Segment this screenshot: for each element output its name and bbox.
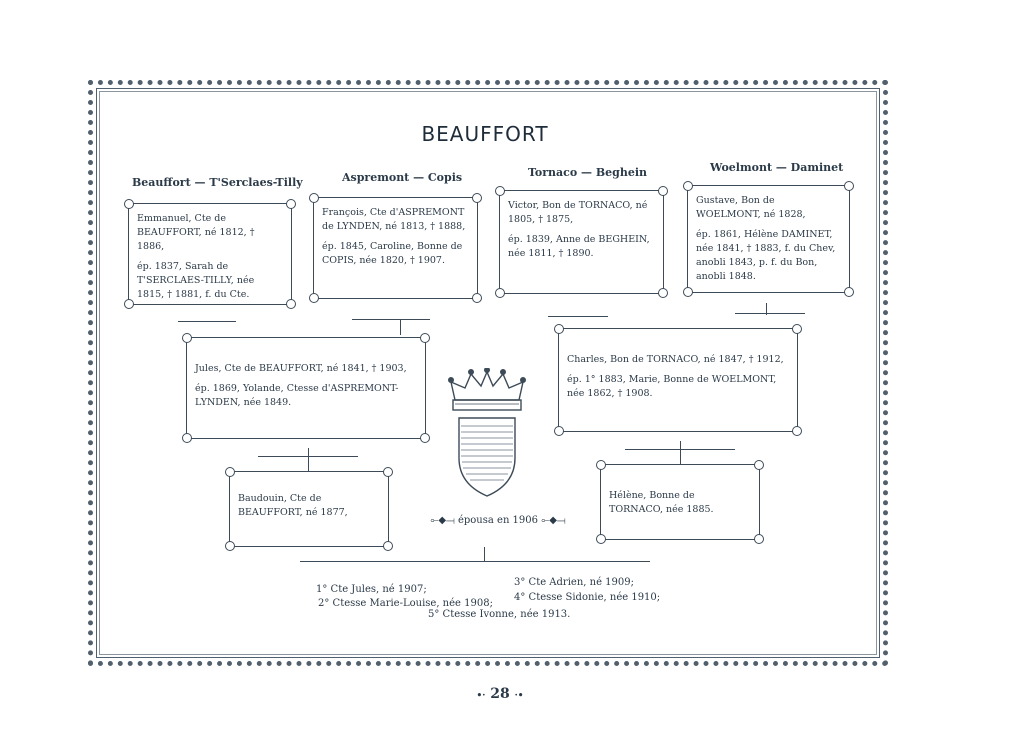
page-number-text: 28 [490, 686, 510, 702]
coat-of-arms-with-crown-icon [441, 367, 533, 504]
wife-text: ép. 1861, Hélène DAMINET, née 1841, † 18… [696, 229, 836, 282]
connector-line [308, 448, 309, 472]
person-box-helene: Hélène, Bonne de TORNACO, née 1885. [596, 460, 764, 544]
wife-text: ép. 1869, Yolande, Ctesse d'ASPREMONT-LY… [195, 383, 399, 408]
children-connector-line [484, 547, 485, 561]
family-box-jules-beauffort: Jules, Cte de BEAUFFORT, né 1841, † 1903… [182, 333, 430, 443]
child-5: 5° Ctesse Ivonne, née 1913. [428, 609, 571, 620]
ornament-icon: •· [476, 691, 486, 701]
married-caption: ⟜◆⟞ épousa en 1906 ⟜◆⟞ [428, 515, 568, 526]
husband-text: Charles, Bon de TORNACO, né 1847, † 1912… [567, 354, 784, 365]
husband-text: Victor, Bon de TORNACO, né 1805, † 1875, [508, 200, 648, 225]
connector-line [548, 316, 608, 317]
family-box-tornaco: Victor, Bon de TORNACO, né 1805, † 1875,… [495, 186, 668, 298]
page-border-outer [88, 80, 888, 666]
child-3: 3° Cte Adrien, né 1909; [514, 577, 634, 588]
ornament-icon: ·• [514, 691, 524, 701]
wife-text: ép. 1837, Sarah de T'SERCLAES-TILLY, née… [137, 261, 255, 300]
connector-line [352, 319, 430, 320]
family-box-woelmont: Gustave, Bon de WOELMONT, né 1828, ép. 1… [683, 181, 854, 297]
connector-line [400, 319, 401, 335]
child-2: 2° Ctesse Marie-Louise, née 1908; [318, 598, 493, 609]
page-title: BEAUFFORT [421, 122, 549, 146]
husband-text: Emmanuel, Cte de BEAUFFORT, né 1812, † 1… [137, 213, 255, 252]
couple-heading-tornaco: Tornaco — Beghein [528, 166, 648, 179]
family-box-beauffort: Emmanuel, Cte de BEAUFFORT, né 1812, † 1… [124, 199, 296, 309]
person-text: Baudouin, Cte de BEAUFFORT, né 1877, [238, 493, 348, 518]
connector-line [178, 321, 236, 322]
couple-heading-woelmont: Woelmont — Daminet [710, 161, 844, 174]
child-1: 1° Cte Jules, né 1907; [316, 584, 427, 595]
couple-heading-aspremont: Aspremont — Copis [342, 171, 463, 184]
child-4: 4° Ctesse Sidonie, née 1910; [514, 592, 661, 603]
page-border-inner [96, 88, 880, 658]
connector-line [766, 303, 767, 315]
person-box-baudouin: Baudouin, Cte de BEAUFFORT, né 1877, [225, 467, 393, 551]
ornament-icon: ⟜◆⟞ [541, 515, 566, 526]
connector-line [735, 313, 805, 314]
wife-text: ép. 1839, Anne de BEGHEIN, née 1811, † 1… [508, 234, 650, 259]
person-text: Hélène, Bonne de TORNACO, née 1885. [609, 490, 714, 515]
husband-text: Gustave, Bon de WOELMONT, né 1828, [696, 195, 806, 220]
wife-text: ép. 1845, Caroline, Bonne de COPIS, née … [322, 241, 463, 266]
family-box-charles-tornaco: Charles, Bon de TORNACO, né 1847, † 1912… [554, 324, 802, 436]
children-connector-line [300, 561, 650, 562]
page-border-inner-line [99, 91, 877, 655]
husband-text: Jules, Cte de BEAUFFORT, né 1841, † 1903… [195, 363, 407, 374]
connector-line [680, 441, 681, 465]
ornament-icon: ⟜◆⟞ [430, 515, 455, 526]
husband-text: François, Cte d'ASPREMONT de LYNDEN, né … [322, 207, 466, 232]
couple-heading-beauffort: Beauffort — T'Serclaes-Tilly [132, 176, 303, 189]
wife-text: ép. 1° 1883, Marie, Bonne de WOELMONT, n… [567, 374, 777, 399]
family-box-aspremont: François, Cte d'ASPREMONT de LYNDEN, né … [309, 193, 482, 303]
page-number: •· 28 ·• [470, 686, 530, 702]
married-text: épousa en 1906 [457, 515, 539, 526]
